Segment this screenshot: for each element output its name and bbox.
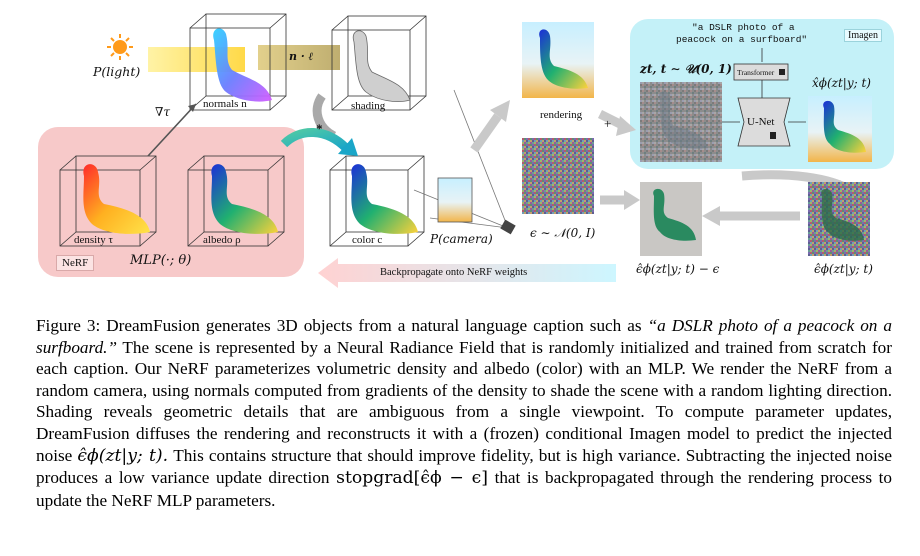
normals-peacock: [213, 28, 272, 102]
transformer-box[interactable]: [733, 63, 789, 81]
caption-math-1: ϵ̂ϕ(zt|y; t).: [77, 445, 169, 466]
density-label: density τ: [74, 234, 113, 246]
eps-hat-label: ϵ̂ϕ(zt|y; t): [814, 262, 873, 276]
shading-label: shading: [351, 100, 386, 112]
caption-quote: “a DSLR photo of a peacock on a surfboar…: [36, 316, 892, 357]
noise-image: [522, 138, 594, 214]
figure-caption: Figure 3: DreamFusion generates 3D objec…: [36, 315, 892, 511]
albedo-label: albedo ρ: [203, 234, 241, 246]
zt-peacock-ghost: [659, 91, 708, 149]
caption-text-1: DreamFusion generates 3D objects from a …: [106, 316, 642, 335]
eps-hat-minus-label: ϵ̂ϕ(zt|y; t) − ϵ: [636, 262, 720, 276]
density-blob: [83, 164, 150, 234]
noise-to-diff-arrowhead: [624, 190, 640, 210]
caption-text-3: This contains structure that should impr…: [36, 445, 893, 488]
transformer-label: Transformer: [737, 68, 775, 77]
backprop-arrow: [318, 258, 616, 288]
zt-label: zt, t ∼ 𝒰(0, 1): [640, 62, 732, 76]
shading-peacock: [352, 30, 411, 102]
unet-block[interactable]: [737, 97, 791, 147]
right-to-left-arrowhead: [702, 206, 720, 226]
eps-hat-peacock: [821, 188, 864, 241]
caption-text-4: that is backpropagated through the rende…: [36, 468, 892, 510]
nabla-arrow: [147, 103, 197, 157]
sun-icon: [107, 34, 133, 60]
albedo-curve-arrow: [280, 128, 350, 152]
rendering-peacock: [539, 29, 588, 89]
figure: P(light) ∇τ normals n n · ℓ shading * de…: [38, 13, 894, 288]
xhat-peacock: [823, 100, 866, 153]
eps-diff-peacock: [653, 188, 696, 241]
camera-icon: [500, 219, 516, 235]
zt-image: [640, 82, 722, 162]
imagen-tag: Imagen: [844, 29, 882, 42]
unet-lock-icon: [770, 132, 776, 139]
transformer-lock-icon: [779, 69, 785, 75]
rendering-label: rendering: [540, 109, 583, 121]
unet-label: U-Net: [747, 116, 775, 128]
prompt-line1: "a DSLR photo of a: [692, 22, 795, 33]
eps-label: ϵ ∼ 𝒩(0, I): [530, 226, 596, 240]
nabla-label: ∇τ: [155, 105, 171, 119]
light-label: P(light): [93, 64, 141, 79]
camera-to-rendering-arrow: [470, 113, 502, 153]
albedo-curve-arrowhead: [338, 138, 358, 156]
caption-text-2: The scene is represented by a Neural Rad…: [36, 337, 892, 465]
figure-graphic: [38, 13, 894, 288]
nerf-panel: [38, 127, 304, 277]
camera-label: P(camera): [430, 232, 493, 246]
nabla-arrowhead: [188, 104, 196, 112]
xhat-label: x̂ϕ(zt|y; t): [812, 76, 871, 90]
ndotl-beam: [258, 45, 340, 70]
backprop-label: Backpropagate onto NeRF weights: [380, 267, 528, 278]
albedo-peacock: [211, 164, 278, 234]
color-peacock: [351, 164, 418, 234]
caption-figure-number: Figure 3:: [36, 316, 101, 335]
color-label: color c: [352, 234, 383, 246]
camera-to-rendering-arrowhead: [490, 100, 510, 122]
ndotl-label: n · ℓ: [289, 50, 314, 63]
nerf-tag: NeRF: [56, 255, 95, 271]
star-label: *: [316, 121, 323, 136]
plus-arrowhead: [616, 116, 636, 136]
prompt-line2: peacock on a surfboard": [676, 34, 808, 45]
mlp-label: MLP(·; θ): [130, 253, 192, 268]
plus-label: +: [604, 116, 612, 131]
normals-label: normals n: [203, 98, 247, 110]
caption-math-2: stopgrad[ϵ̂ϕ − ϵ]: [336, 468, 488, 489]
camera-image: [437, 177, 473, 223]
